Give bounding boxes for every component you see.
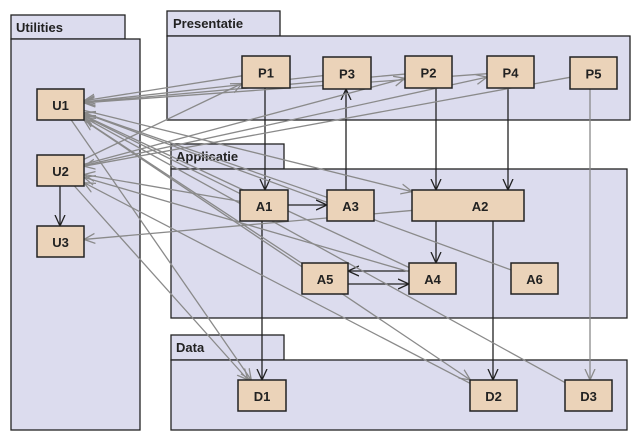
- module-node-p3[interactable]: P3: [322, 56, 372, 90]
- module-node-p1[interactable]: P1: [241, 55, 291, 89]
- module-label: A6: [526, 272, 543, 287]
- dependency-arrow-d3-to-u1: [84, 117, 566, 384]
- module-box: [564, 379, 613, 412]
- dependency-arrow-u1-to-d1: [70, 119, 251, 380]
- dependency-arrow-d2-to-u2: [84, 183, 471, 384]
- package-label: Applicatie: [176, 149, 238, 164]
- dependency-arrow-a6-to-u1: [84, 113, 512, 271]
- module-box: [36, 225, 85, 258]
- module-label: U2: [52, 164, 69, 179]
- module-label: A2: [472, 199, 489, 214]
- module-box: [411, 189, 525, 222]
- module-node-a4[interactable]: A4: [408, 262, 457, 295]
- module-node-a5[interactable]: A5: [301, 262, 349, 295]
- package-tab: [10, 14, 126, 40]
- module-node-u2[interactable]: U2: [36, 154, 85, 187]
- package-label: Utilities: [16, 20, 63, 35]
- module-node-p5[interactable]: P5: [569, 56, 618, 90]
- dependency-arrow-a5-to-u1: [84, 120, 303, 264]
- module-label: U1: [52, 98, 69, 113]
- module-box: [408, 262, 457, 295]
- dependency-arrow-a3-to-u1: [84, 113, 328, 198]
- package-label: Data: [176, 340, 205, 355]
- dependency-arrow-p1-to-u1: [84, 75, 243, 101]
- module-box: [322, 56, 372, 90]
- module-label: A4: [424, 272, 441, 287]
- module-node-a1[interactable]: A1: [239, 189, 289, 222]
- module-box: [469, 379, 518, 412]
- module-node-p4[interactable]: P4: [486, 55, 535, 89]
- module-label: P5: [586, 67, 602, 82]
- module-label: P4: [503, 66, 520, 81]
- dependency-arrow-a1-to-u1: [84, 116, 241, 195]
- dependency-arrow-u2-to-d1: [73, 185, 248, 380]
- module-label: A5: [317, 272, 334, 287]
- module-label: D3: [580, 389, 597, 404]
- package-label: Presentatie: [173, 16, 243, 31]
- module-node-a6[interactable]: A6: [510, 262, 559, 295]
- module-node-u1[interactable]: U1: [36, 88, 85, 121]
- module-box: [569, 56, 618, 90]
- module-label: P3: [339, 67, 355, 82]
- module-node-d2[interactable]: D2: [469, 379, 518, 412]
- dependency-arrow-a1-to-u2: [84, 175, 241, 203]
- module-box: [301, 262, 349, 295]
- package-utilities[interactable]: Utilities: [10, 14, 141, 431]
- module-label: A3: [342, 199, 359, 214]
- module-label: D2: [485, 389, 502, 404]
- module-node-u3[interactable]: U3: [36, 225, 85, 258]
- module-box: [239, 189, 289, 222]
- module-node-a3[interactable]: A3: [326, 189, 375, 222]
- dependency-arrow-u1-to-a2: [83, 109, 412, 191]
- module-box: [326, 189, 375, 222]
- module-box: [36, 154, 85, 187]
- module-box: [241, 55, 291, 89]
- module-box: [486, 55, 535, 89]
- module-box: [36, 88, 85, 121]
- module-label: A1: [256, 199, 273, 214]
- dependency-arrow-p5-to-u2: [84, 76, 571, 166]
- package-body: [166, 35, 631, 121]
- module-box: [237, 379, 287, 412]
- module-box: [404, 55, 453, 89]
- module-label: P1: [258, 66, 274, 81]
- dependency-arrow-u2-to-p2: [83, 78, 405, 165]
- module-node-p2[interactable]: P2: [404, 55, 453, 89]
- module-node-d3[interactable]: D3: [564, 379, 613, 412]
- dependency-arrow-u2-to-p1: [83, 84, 242, 160]
- module-label: D1: [254, 389, 271, 404]
- package-presentatie[interactable]: Presentatie: [166, 10, 631, 121]
- module-label: U3: [52, 235, 69, 250]
- dependency-arrow-a4-to-u2: [84, 177, 410, 273]
- module-node-d1[interactable]: D1: [237, 379, 287, 412]
- dependency-arrow-u1-to-d2: [83, 119, 471, 380]
- dependency-arrow-u2-to-p4: [83, 77, 487, 166]
- package-tab: [170, 334, 285, 361]
- module-node-a2[interactable]: A2: [411, 189, 525, 222]
- module-label: P2: [421, 66, 437, 81]
- module-box: [510, 262, 559, 295]
